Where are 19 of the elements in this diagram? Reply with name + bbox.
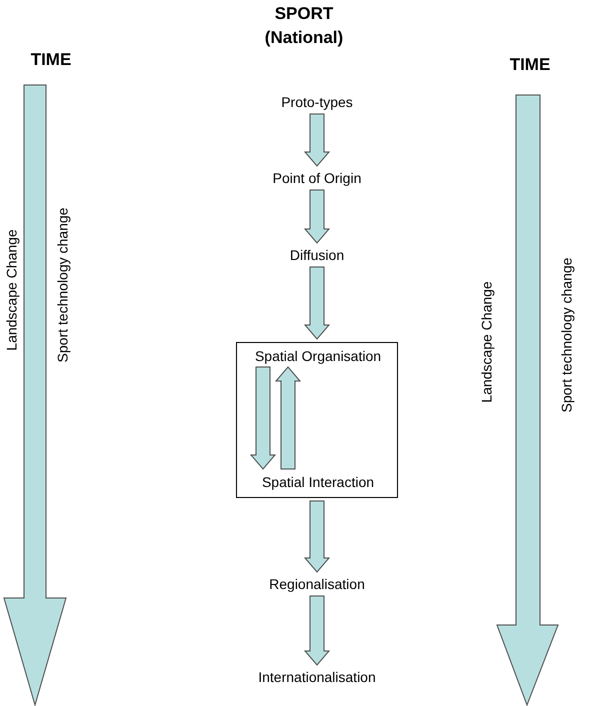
vertical-label: Landscape Change — [478, 281, 496, 403]
block-arrow — [304, 266, 330, 340]
stage-label: Proto-types — [281, 93, 353, 111]
block-arrow — [304, 500, 330, 573]
stage-label: Regionalisation — [269, 575, 365, 593]
stage-label: Spatial Organisation — [254, 347, 382, 365]
vertical-label: Sport technology change — [54, 208, 72, 362]
block-arrow — [304, 114, 330, 167]
stage-label: Internationalisation — [258, 668, 376, 686]
block-arrow — [304, 190, 330, 244]
stage-label: Diffusion — [290, 246, 344, 264]
block-arrow — [304, 596, 330, 666]
stage-label: Spatial Interaction — [262, 473, 374, 491]
axis-heading: TIME — [510, 55, 550, 75]
vertical-label: Sport technology change — [558, 258, 576, 412]
vertical-label: Landscape Change — [4, 229, 20, 351]
stage-label: Point of Origin — [272, 169, 362, 187]
axis-heading: TIME — [30, 50, 72, 70]
diagram-title: SPORT (National) — [264, 3, 344, 49]
